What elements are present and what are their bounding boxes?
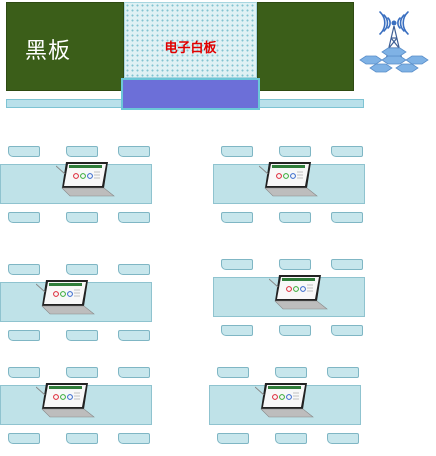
laptop-icon	[55, 160, 118, 198]
projector-box	[121, 78, 260, 110]
chair-top	[66, 367, 98, 378]
chair-bottom	[221, 212, 253, 223]
chair-bottom	[275, 433, 307, 444]
chair-top	[8, 146, 40, 157]
chair-bottom	[118, 433, 150, 444]
chair-bottom	[66, 212, 98, 223]
chair-bottom	[118, 330, 150, 341]
chair-bottom	[8, 212, 40, 223]
chair-top	[331, 146, 363, 157]
chair-bottom	[327, 433, 359, 444]
chair-top	[8, 367, 40, 378]
chair-bottom	[8, 330, 40, 341]
group-middle-left	[0, 264, 153, 350]
laptop-icon	[258, 160, 321, 198]
chair-top	[279, 146, 311, 157]
chair-top	[118, 367, 150, 378]
group-top-left	[0, 146, 153, 232]
chair-top	[66, 146, 98, 157]
chair-top	[118, 146, 150, 157]
blackboard-label: 黑板	[25, 39, 72, 64]
wifi-tower-icon	[359, 11, 429, 73]
chair-bottom	[8, 433, 40, 444]
blackboard-right-panel	[257, 2, 354, 91]
group-middle-right	[213, 259, 366, 345]
chair-bottom	[66, 433, 98, 444]
chair-bottom	[221, 325, 253, 336]
chair-top	[221, 146, 253, 157]
laptop-icon	[35, 381, 98, 419]
laptop-icon	[254, 381, 317, 419]
chair-top	[275, 367, 307, 378]
electronic-whiteboard: 电子白板	[124, 2, 257, 78]
chair-top	[217, 367, 249, 378]
chair-bottom	[331, 325, 363, 336]
chair-top	[221, 259, 253, 270]
laptop-icon	[268, 273, 331, 311]
chair-bottom	[279, 325, 311, 336]
chair-bottom	[66, 330, 98, 341]
chair-top	[118, 264, 150, 275]
chair-top	[327, 367, 359, 378]
chair-bottom	[279, 212, 311, 223]
chair-bottom	[118, 212, 150, 223]
chair-bottom	[217, 433, 249, 444]
laptop-icon	[35, 278, 98, 316]
group-top-right	[213, 146, 366, 232]
chair-top	[66, 264, 98, 275]
chair-top	[8, 264, 40, 275]
group-bottom-left	[0, 367, 153, 453]
chair-bottom	[331, 212, 363, 223]
chair-top	[331, 259, 363, 270]
whiteboard-label: 电子白板	[164, 41, 217, 56]
blackboard-left-panel: 黑板	[6, 2, 124, 91]
group-bottom-right	[209, 367, 362, 453]
chair-top	[279, 259, 311, 270]
